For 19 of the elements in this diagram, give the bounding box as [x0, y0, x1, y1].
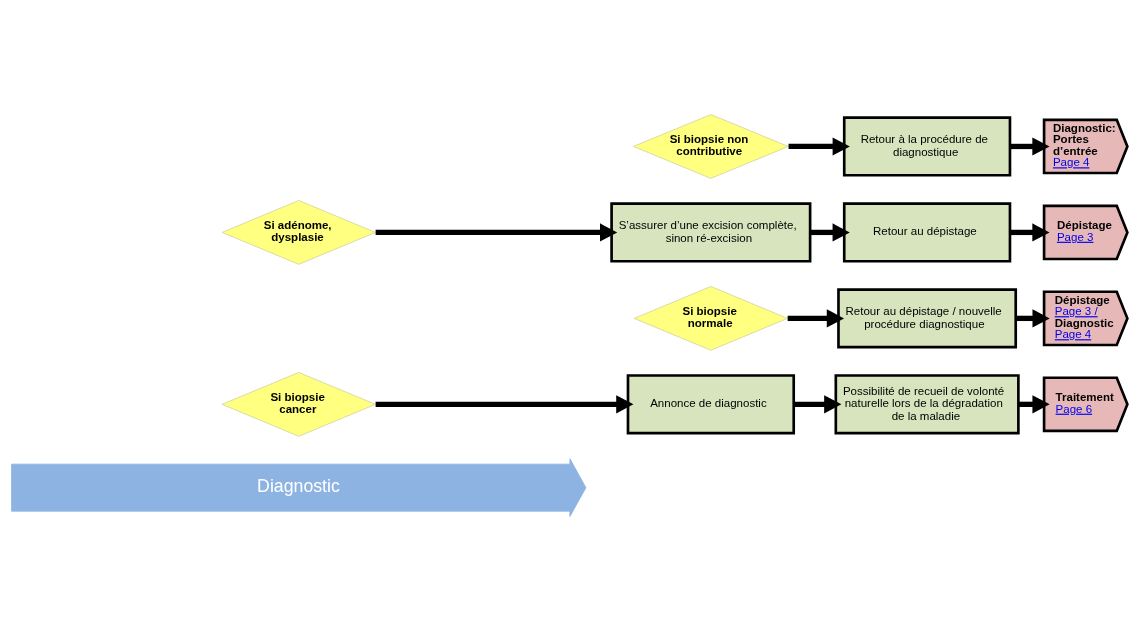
node-box: Retour au dépistage / nouvelle procédure diagnostique — [837, 287, 1018, 348]
arrow — [1015, 308, 1050, 327]
arrow — [375, 222, 618, 241]
arrow — [375, 394, 634, 413]
arrow — [1010, 136, 1050, 155]
arrow — [810, 222, 850, 241]
node-box: Retour au dépistage — [842, 201, 1012, 263]
arrow — [787, 308, 845, 327]
node-box: Possibilité de recueil de volonté naturelle lors de la dégradation de la maladie — [834, 373, 1020, 434]
node-box: Annonce de diagnostic — [626, 373, 796, 434]
node-box: Retour à la procédure de diagnostique — [842, 115, 1012, 177]
node-diamond: Si biopsie cancer — [221, 371, 376, 437]
node-diamond: Si biopsie normale — [633, 285, 788, 351]
arrow — [788, 136, 850, 155]
arrow — [1010, 222, 1050, 241]
node-diamond: Si adénome, dysplasie — [221, 199, 376, 265]
node-box: S’assurer d’une excision complète, sinon ré-excision — [610, 201, 812, 263]
arrow — [793, 394, 842, 413]
node-diamond: Si biopsie non contributive — [632, 113, 789, 179]
